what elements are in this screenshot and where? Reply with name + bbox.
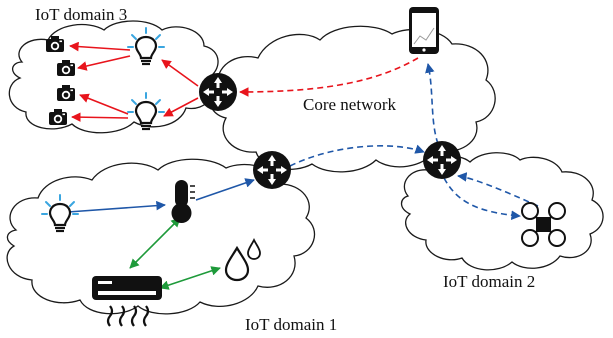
router-icon bbox=[199, 73, 237, 111]
thermometer-icon bbox=[171, 180, 195, 223]
label-iot-domain-1: IoT domain 1 bbox=[245, 315, 337, 334]
label-core-network: Core network bbox=[303, 95, 397, 114]
smartphone-icon bbox=[409, 7, 439, 54]
links-domain3 bbox=[69, 41, 419, 122]
links-blue bbox=[67, 63, 539, 221]
cloud-core bbox=[208, 25, 496, 173]
router-icon bbox=[253, 151, 291, 189]
links-green bbox=[129, 217, 221, 290]
water-drops-icon bbox=[224, 237, 261, 282]
router-icon bbox=[423, 141, 461, 179]
label-iot-domain-2: IoT domain 2 bbox=[443, 272, 535, 291]
label-iot-domain-3: IoT domain 3 bbox=[35, 5, 127, 24]
air-conditioner-icon bbox=[92, 276, 162, 327]
drone-icon bbox=[521, 202, 566, 247]
